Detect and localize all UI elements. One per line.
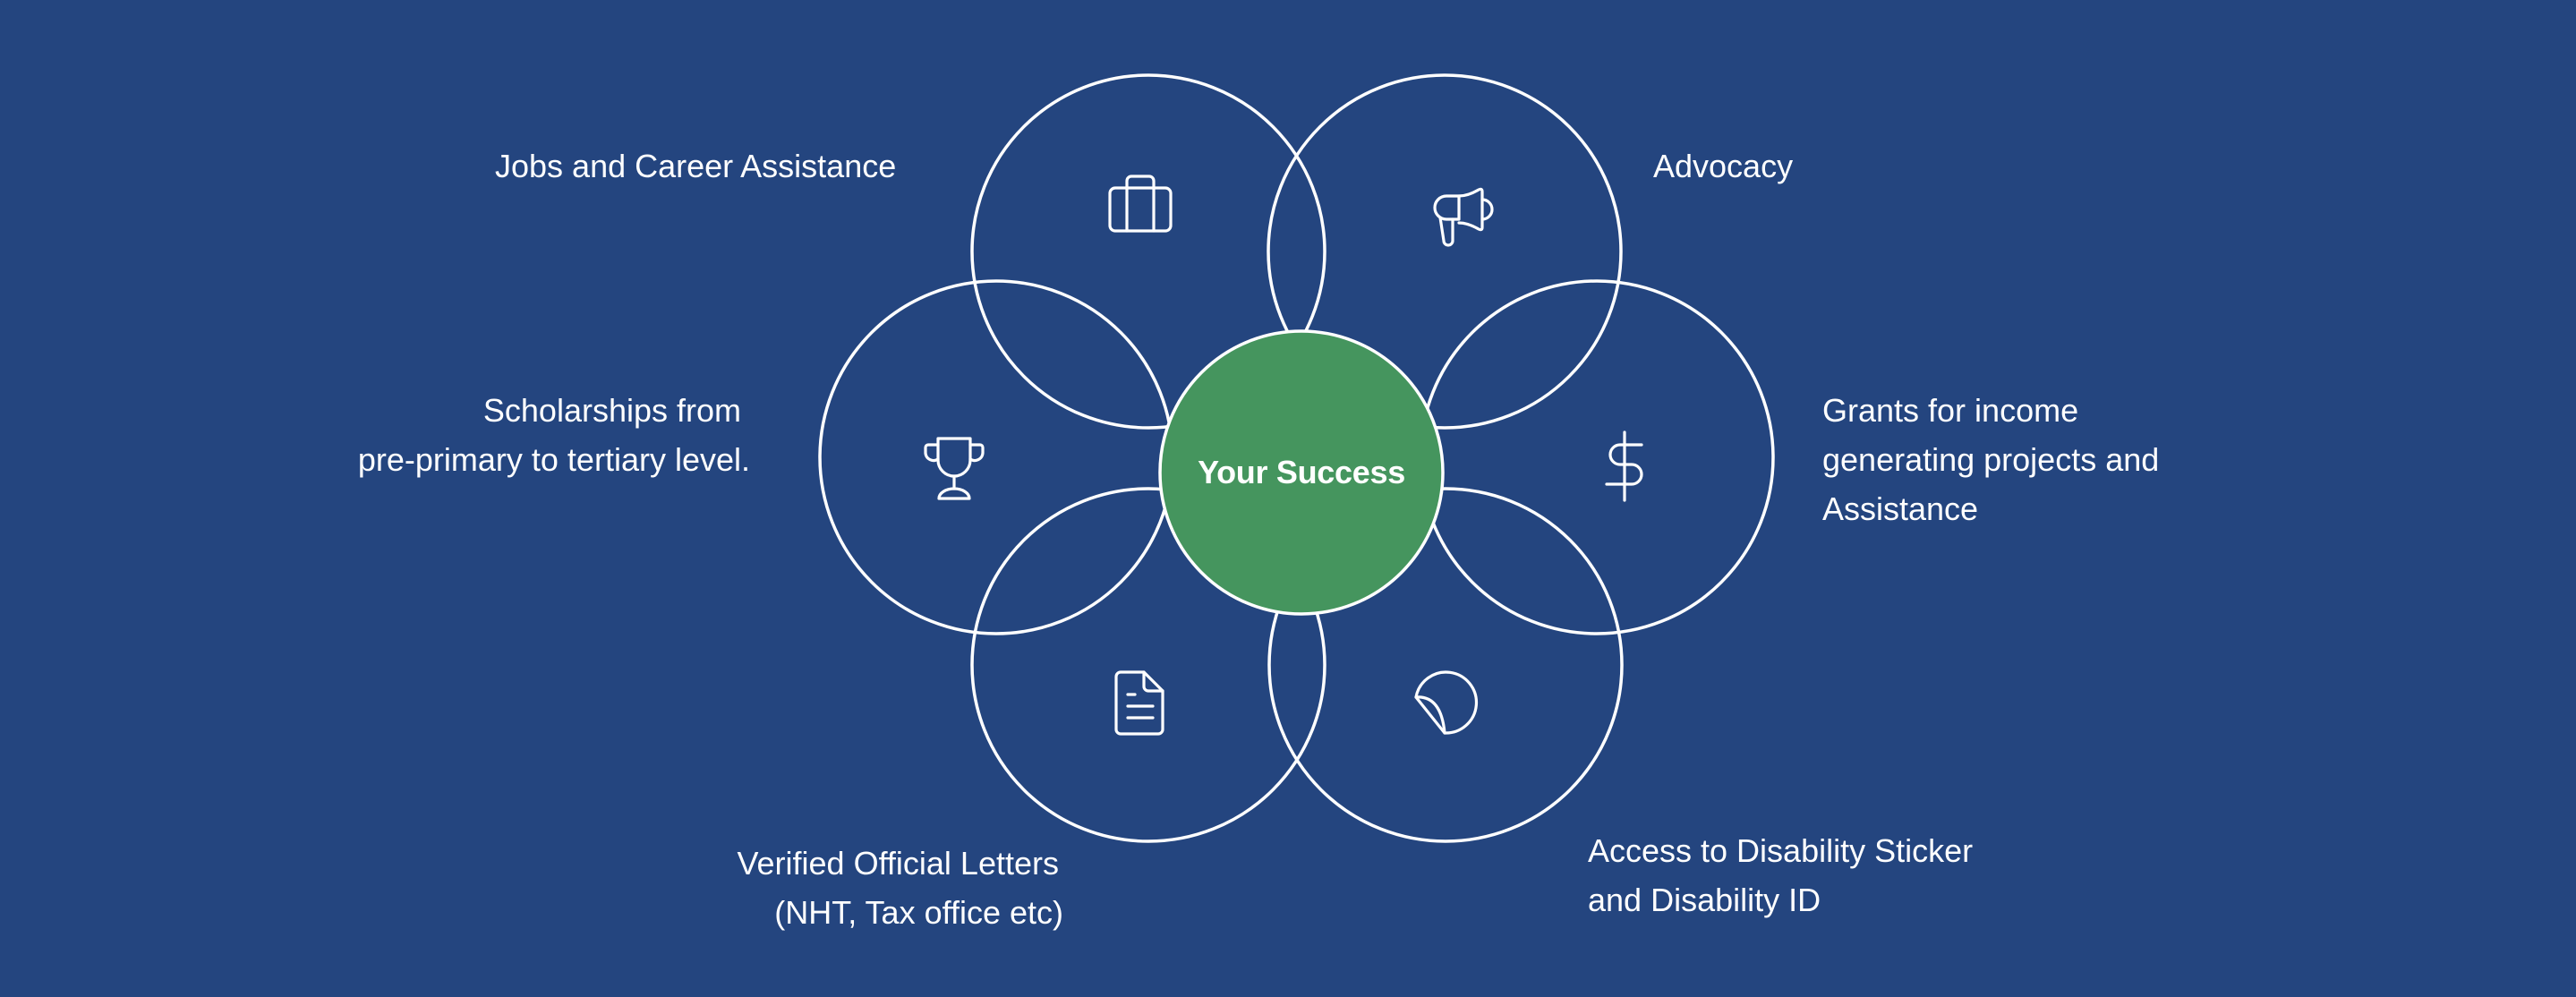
label-scholarships-line-1: Scholarships from bbox=[482, 392, 741, 429]
label-grants-line-1: Grants for income bbox=[1822, 392, 2079, 429]
document-icon bbox=[1114, 670, 1164, 736]
label-jobs: Jobs and Career Assistance bbox=[495, 141, 925, 191]
label-jobs-line-1: Jobs and Career Assistance bbox=[495, 148, 897, 184]
petal-circle-letters bbox=[970, 487, 1326, 843]
dollar-icon bbox=[1605, 430, 1643, 502]
briefcase-icon bbox=[1108, 175, 1173, 233]
label-scholarships-line-2: pre-primary to tertiary level. bbox=[357, 441, 750, 478]
label-advocacy-line-1: Advocacy bbox=[1653, 148, 1794, 184]
label-grants-line-3: Assistance bbox=[1822, 490, 1979, 527]
petal-circle-advocacy bbox=[1267, 73, 1623, 430]
label-disability-line-2: and Disability ID bbox=[1588, 882, 1821, 918]
label-disability-line-1: Access to Disability Sticker bbox=[1588, 832, 1974, 869]
center-label: Your Success bbox=[1198, 454, 1405, 490]
label-grants-line-2: generating projects and bbox=[1822, 441, 2160, 478]
label-letters: Verified Official Letters (NHT, Tax offi… bbox=[627, 839, 1063, 937]
petal-circle-jobs bbox=[970, 73, 1326, 430]
petal-circle-scholarships bbox=[818, 279, 1174, 635]
label-advocacy: Advocacy bbox=[1653, 141, 1793, 191]
label-scholarships: Scholarships from pre-primary to tertiar… bbox=[269, 386, 750, 484]
center-circle bbox=[1158, 329, 1445, 616]
petal-circle-grants bbox=[1419, 279, 1775, 635]
trophy-icon bbox=[924, 437, 985, 500]
petal-circle-disability bbox=[1267, 487, 1624, 843]
megaphone-icon bbox=[1433, 187, 1494, 247]
sticker-icon bbox=[1414, 670, 1479, 735]
label-disability: Access to Disability Sticker and Disabil… bbox=[1588, 826, 1973, 925]
label-grants: Grants for income generating projects an… bbox=[1822, 386, 2159, 533]
label-letters-line-2: (NHT, Tax office etc) bbox=[774, 894, 1063, 931]
label-letters-line-1: Verified Official Letters bbox=[737, 845, 1059, 882]
